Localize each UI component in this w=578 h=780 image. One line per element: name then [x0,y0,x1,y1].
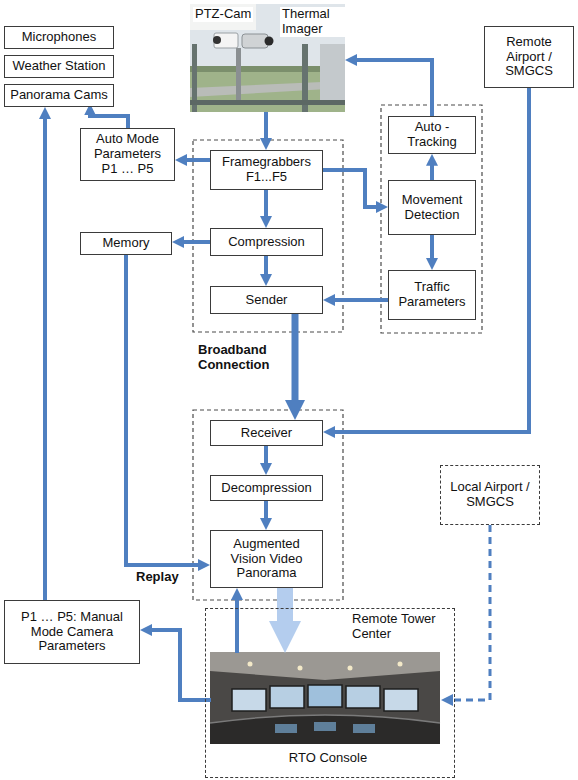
node-label: Movement Detection [393,193,471,223]
console-photo-node: RTO Console [211,653,441,777]
node-label: Memory [103,236,150,251]
node-label: Panorama Cams [10,88,108,103]
connector-arrow [183,158,210,162]
node-label: Sender [246,293,288,308]
screen [346,686,380,708]
group-frames [193,105,482,600]
device-box: Microphones [4,26,114,49]
process-box: Traffic Parameters [388,270,476,320]
photo-sky [190,4,345,112]
screen [232,689,266,711]
node-label: Traffic Parameters [393,280,471,310]
console-photo [210,652,440,744]
connector-arrow [331,298,388,302]
connector-arrow [180,240,210,244]
node-label: Decompression [221,481,311,496]
process-box: Movement Detection [388,180,476,235]
desk-edge [210,715,440,723]
process-box: Compression [210,228,323,256]
process-box: Auto - Tracking [388,116,476,154]
connector-arrow [277,588,293,633]
node-label: Weather Station [13,59,106,74]
panorama-screens [232,685,418,711]
node-label: Auto Mode Parameters P1 … P5 [85,132,170,177]
process-box: Augmented Vision Video Panorama [210,530,323,588]
connector-arrow [90,111,128,128]
screen [384,689,418,711]
connection-label: Broadband Connection [198,343,278,373]
node-label: RTO Console [211,751,445,766]
camera-mast [236,48,241,100]
node-label: Thermal Imager [280,7,346,37]
connector-arrow [235,596,239,653]
parameter-box: Auto Mode Parameters P1 … P5 [80,128,175,181]
connector-arrow [264,256,268,278]
node-label: Compression [228,235,305,250]
console-desk [210,715,440,744]
connector-arrow [264,446,268,467]
storage-box: Memory [80,232,172,255]
center-region: Remote Tower CenterRTO Console [205,608,455,778]
process-box: Framegrabbers F1...F5 [210,150,323,190]
ceiling-light [248,662,253,667]
group-frame [193,140,343,332]
node-label: Receiver [241,426,292,441]
connector-arrow [323,170,380,207]
connector-arrow [292,314,299,406]
device-box: Panorama Cams [4,84,114,107]
desk-monitor [314,722,336,731]
photo-ceiling [210,652,440,680]
process-box: Decompression [210,475,323,501]
desk-monitor [275,724,297,733]
source-box: Local Airport / SMGCS [440,465,540,525]
camera-photo-node: PTZ-Cam Thermal Imager [190,4,345,112]
connector-arrow [148,630,211,700]
connector-arrow [430,235,434,262]
parameter-box: P1 … P5: Manual Mode Camera Parameters [4,600,140,664]
camera-lens [213,36,221,44]
photo-rail [190,100,345,105]
screen [308,685,342,707]
connector-arrow [331,88,529,432]
desk-monitor [353,724,375,733]
node-label: P1 … P5: Manual Mode Camera Parameters [9,610,135,655]
node-label: Microphones [22,30,96,45]
node-label: Local Airport / SMGCS [445,480,535,510]
node-label: PTZ-Cam [193,7,253,22]
thermal-imager [242,34,268,48]
connector-arrow [353,60,432,116]
photo-building [320,44,345,102]
connector-arrow [449,525,490,700]
ceiling-light [398,662,403,667]
photo-room [210,652,440,744]
ceiling-light [298,666,303,671]
connector-arrow [430,162,434,180]
group-frame [193,410,343,600]
node-label: Remote Airport / SMGCS [489,35,569,80]
ptz-camera [214,33,238,48]
connector-arrow [126,255,202,565]
connector-arrow [264,501,268,522]
process-box: Sender [210,286,323,314]
node-label: Framegrabbers F1...F5 [215,155,318,185]
screen [270,686,304,708]
node-label: Augmented Vision Video Panorama [215,537,318,582]
connector-arrow [264,112,268,142]
group-frame [381,105,482,333]
device-box: Weather Station [4,55,114,78]
ceiling-light [348,666,353,671]
process-box: Receiver [210,420,323,446]
source-box: Remote Airport / SMGCS [484,26,574,88]
camera-lens [265,37,274,46]
connector-arrow [264,190,268,220]
photo-panel [190,4,256,30]
node-label: Remote Tower Center [352,612,452,642]
camera-photo [190,4,345,112]
connector-arrow [43,115,47,600]
node-label: Auto - Tracking [393,120,471,150]
connection-label: Replay [136,570,196,585]
